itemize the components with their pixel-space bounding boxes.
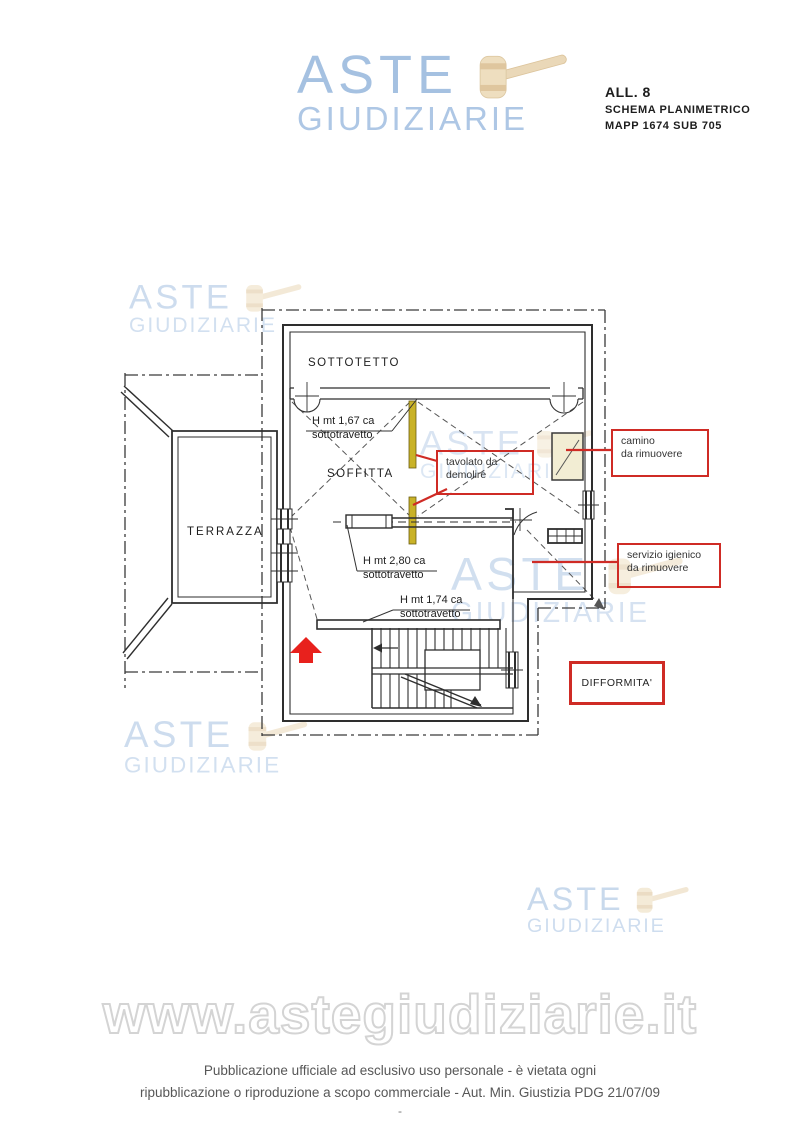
height-value: H mt 1,67 ca — [312, 415, 375, 427]
height-caption: sottotravetto — [312, 429, 373, 441]
document-title: SCHEMA PLANIMETRICO — [605, 104, 751, 116]
partition-to-demolish — [408, 400, 417, 545]
dimension-leader-lines — [306, 398, 470, 623]
height-caption: sottotravetto — [400, 608, 461, 620]
height-caption: sottotravetto — [363, 569, 424, 581]
callout-line: demolire — [446, 469, 487, 481]
callout-leader-lines — [412, 448, 617, 564]
map-parcel-ref: MAPP 1674 SUB 705 — [605, 120, 722, 132]
sottotetto-wall — [289, 382, 584, 414]
height-label-174: H mt 1,74 ca sottotravetto — [400, 593, 462, 621]
windows — [271, 490, 599, 689]
attachment-number: ALL. 8 — [605, 84, 651, 100]
room-diagonal-markers — [289, 401, 602, 620]
callout-line: da rimuovere — [627, 562, 689, 574]
room-label-soffitta: SOFFITTA — [327, 468, 394, 480]
footer-disclaimer-line2: ripubblicazione o riproduzione a scopo c… — [139, 1085, 660, 1100]
title-block: ALL. 8 SCHEMA PLANIMETRICO MAPP 1674 SUB… — [605, 84, 750, 132]
terrace-walls — [120, 385, 278, 660]
staircase — [316, 619, 513, 709]
boundary-dashdot-lines — [124, 308, 606, 738]
footer-disclaimer-line1: Pubblicazione ufficiale ad esclusivo uso… — [203, 1063, 597, 1078]
callout-line: tavolato da — [446, 456, 498, 468]
height-label-280: H mt 2,80 ca sottotravetto — [363, 554, 425, 582]
diagonal-arrowhead — [594, 598, 605, 610]
middle-wall — [333, 508, 516, 599]
room-label-sottotetto: SOTTOTETTO — [308, 357, 400, 369]
bathroom-interior — [510, 508, 583, 544]
callout-difformita: DIFFORMITA' — [569, 661, 665, 705]
height-label-167: H mt 1,67 ca sottotravetto — [312, 414, 374, 442]
callout-servizio-igienico: servizio igienico da rimuovere — [617, 543, 721, 588]
website-watermark: www.astegiudiziarie.it — [102, 982, 698, 1046]
callout-line: servizio igienico — [627, 549, 702, 561]
callout-tavolato-da-demolire: tavolato da demolire — [436, 450, 534, 495]
callout-line: camino — [621, 435, 655, 447]
stair-up-arrowhead — [373, 643, 382, 653]
callout-camino-da-rimuovere: camino da rimuovere — [611, 429, 709, 477]
footer-dash: - — [398, 1104, 402, 1118]
entrance-arrow — [290, 637, 322, 663]
room-label-terrazza: TERRAZZA — [187, 526, 264, 538]
height-value: H mt 2,80 ca — [363, 555, 426, 567]
height-value: H mt 1,74 ca — [400, 594, 463, 606]
callout-line: da rimuovere — [621, 448, 683, 460]
fireplace — [551, 432, 584, 481]
stair-direction-arrowhead — [470, 696, 482, 707]
